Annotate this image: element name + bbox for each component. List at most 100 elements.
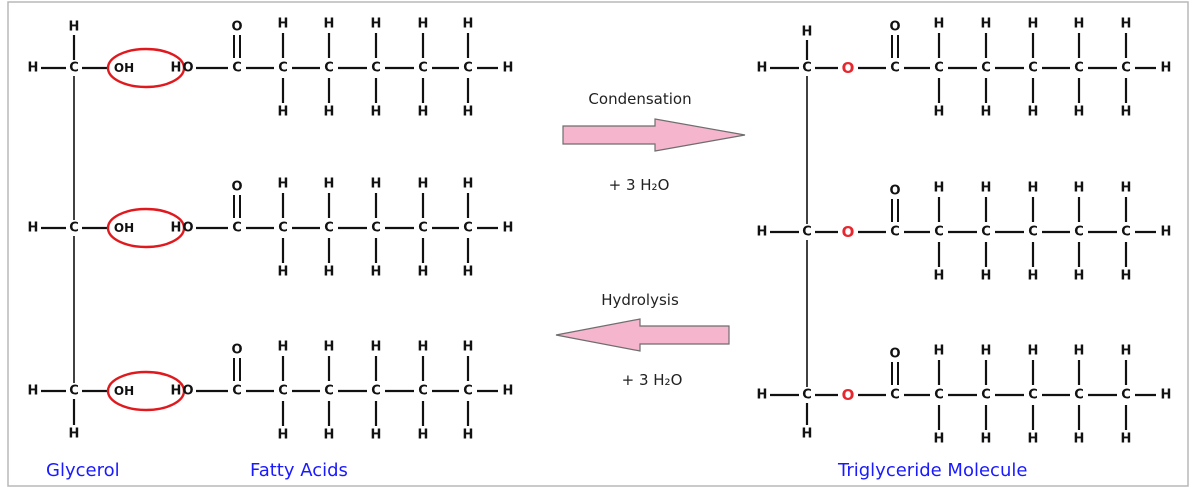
hydrogen-atom: H <box>934 344 945 359</box>
fatty-acids-caption: Fatty Acids <box>250 460 348 481</box>
hydrogen-atom: H <box>503 61 514 76</box>
hydrogen-atom: H <box>1161 388 1172 403</box>
hydrogen-atom: H <box>463 105 474 120</box>
hydrogen-atom: H <box>463 177 474 192</box>
hydrogen-atom: H <box>278 340 289 355</box>
hydrogen-atom: H <box>1121 269 1132 284</box>
carbon-atom: C <box>934 61 944 76</box>
carbon-atom: C <box>1028 61 1038 76</box>
carbon-atom: C <box>802 225 812 240</box>
hydrogen-atom: H <box>1074 432 1085 447</box>
hydrogen-atom: H <box>1121 105 1132 120</box>
condensation-reaction: Condensation + 3 H₂O <box>562 90 746 194</box>
acid-hydrogen-atom: H <box>171 61 182 76</box>
hydrogen-atom: H <box>371 17 382 32</box>
hydrolysis-byproduct: + 3 H₂O <box>622 371 683 389</box>
ester-oxygen-atom: O <box>842 59 855 77</box>
hydrogen-atom: H <box>278 17 289 32</box>
carbonyl-oxygen-atom: O <box>231 20 242 35</box>
hydrogen-atom: H <box>981 17 992 32</box>
carbon-atom: C <box>324 61 334 76</box>
carbon-atom: C <box>463 61 473 76</box>
carbon-atom: C <box>890 225 900 240</box>
hydrolysis-reaction: Hydrolysis + 3 H₂O <box>555 291 730 389</box>
condensation-byproduct: + 3 H₂O <box>609 176 670 194</box>
hydrogen-atom: H <box>418 428 429 443</box>
carbon-atom: C <box>934 225 944 240</box>
carbon-atom: C <box>278 61 288 76</box>
hydrolysis-label: Hydrolysis <box>601 291 679 309</box>
carbon-atom: C <box>69 221 79 236</box>
carbon-atom: C <box>324 384 334 399</box>
carbon-atom: C <box>1028 388 1038 403</box>
hydrogen-atom: H <box>463 17 474 32</box>
carbon-atom: C <box>324 221 334 236</box>
hydrogen-atom: H <box>324 428 335 443</box>
triglyceride-caption: Triglyceride Molecule <box>837 460 1027 481</box>
hydrogen-atom: H <box>69 427 80 442</box>
hydrogen-atom: H <box>503 384 514 399</box>
carbon-atom: C <box>981 225 991 240</box>
hydrogen-atom: H <box>802 25 813 40</box>
hydrogen-atom: H <box>934 181 945 196</box>
carbon-atom: C <box>890 61 900 76</box>
hydrogen-atom: H <box>463 340 474 355</box>
carbon-atom: C <box>232 221 242 236</box>
hydrogen-atom: H <box>418 340 429 355</box>
carbon-atom: C <box>418 384 428 399</box>
hydrogen-atom: H <box>371 428 382 443</box>
carbon-atom: C <box>802 61 812 76</box>
hydrogen-atom: H <box>1028 344 1039 359</box>
hydroxyl-group: OH <box>114 61 134 75</box>
hydrogen-atom: H <box>981 432 992 447</box>
carbonyl-oxygen-atom: O <box>889 20 900 35</box>
hydrogen-atom: H <box>371 265 382 280</box>
hydrogen-atom: H <box>1074 17 1085 32</box>
hydrogen-atom: H <box>934 17 945 32</box>
carbon-atom: C <box>418 61 428 76</box>
hydrogen-atom: H <box>981 105 992 120</box>
hydrogen-atom: H <box>1121 17 1132 32</box>
carbon-atom: C <box>981 388 991 403</box>
hydrogen-atom: H <box>324 177 335 192</box>
hydrogen-atom: H <box>324 17 335 32</box>
hydrogen-atom: H <box>981 181 992 196</box>
carbonyl-oxygen-atom: O <box>231 180 242 195</box>
hydroxyl-highlight-ring <box>106 47 186 89</box>
hydrogen-atom: H <box>1161 61 1172 76</box>
hydroxyl-group: OH <box>114 221 134 235</box>
hydrogen-atom: H <box>1074 105 1085 120</box>
hydrogen-atom: H <box>278 177 289 192</box>
hydrogen-atom: H <box>69 20 80 35</box>
hydrogen-atom: H <box>28 221 39 236</box>
carbon-atom: C <box>232 384 242 399</box>
acid-hydrogen-atom: H <box>171 384 182 399</box>
acid-oxygen-atom: O <box>182 384 193 399</box>
condensation-label: Condensation <box>588 90 691 108</box>
hydrogen-atom: H <box>371 105 382 120</box>
hydrogen-atom: H <box>463 265 474 280</box>
carbon-atom: C <box>1074 225 1084 240</box>
hydrogen-atom: H <box>934 269 945 284</box>
hydrogen-atom: H <box>802 427 813 442</box>
hydrogen-atom: H <box>1121 432 1132 447</box>
hydrogen-atom: H <box>1028 432 1039 447</box>
hydrogen-atom: H <box>934 432 945 447</box>
carbon-atom: C <box>890 388 900 403</box>
hydrogen-atom: H <box>418 105 429 120</box>
carbon-atom: C <box>1121 61 1131 76</box>
hydroxyl-highlight-ring <box>106 370 186 412</box>
hydrogen-atom: H <box>418 265 429 280</box>
hydrogen-atom: H <box>1028 17 1039 32</box>
hydrogen-atom: H <box>28 384 39 399</box>
acid-oxygen-atom: O <box>182 221 193 236</box>
carbon-atom: C <box>1074 61 1084 76</box>
hydrogen-atom: H <box>1121 344 1132 359</box>
hydrogen-atom: H <box>934 105 945 120</box>
hydrogen-atom: H <box>28 61 39 76</box>
carbon-atom: C <box>981 61 991 76</box>
acid-hydrogen-atom: H <box>171 221 182 236</box>
hydroxyl-highlight-ring <box>106 207 186 249</box>
